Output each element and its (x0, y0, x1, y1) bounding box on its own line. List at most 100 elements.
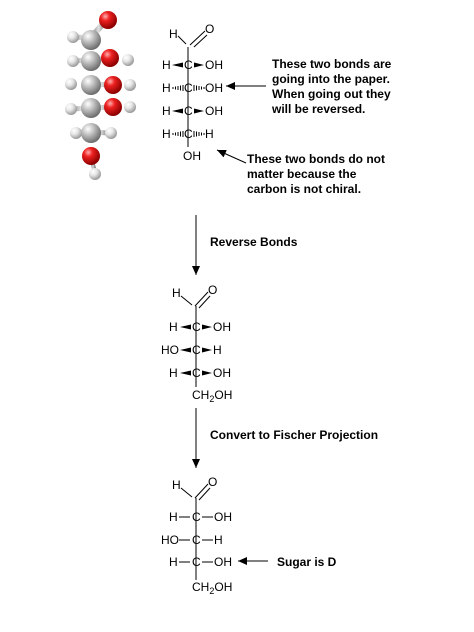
aldehyde-h-bond (177, 35, 187, 45)
wedge-bond (180, 370, 191, 376)
middle-row3-center: C (192, 366, 201, 380)
top-row3-left: H (162, 104, 171, 118)
hydrogen-atom (122, 54, 134, 66)
oxygen-atom (104, 76, 122, 94)
note-line: matter because the (247, 167, 357, 181)
aldehyde-o: O (208, 283, 217, 297)
hydrogen-atom (67, 31, 79, 43)
carbon-atom (81, 123, 101, 143)
top-row2-center: C (184, 81, 193, 95)
wedge-bond (202, 324, 212, 330)
top-row4-right: H (205, 127, 214, 141)
wedge-bond (194, 62, 204, 68)
middle-row3-right: OH (213, 366, 231, 380)
hydrogen-atom (65, 103, 77, 115)
fischer-row3-center: C (192, 555, 201, 569)
middle-row1-center: C (192, 320, 201, 334)
fischer-row2-right: H (214, 533, 223, 547)
aldehyde-double-bond-1 (194, 291, 209, 307)
top-row1-center: C (184, 58, 193, 72)
wedge-bond (172, 62, 183, 68)
model-atoms (65, 11, 136, 180)
hydrogen-atom (70, 127, 82, 139)
top-bottom-group: OH (183, 149, 201, 163)
highlighted-oh-group: OH (214, 555, 232, 569)
oxygen-atom (101, 49, 119, 67)
hashed-bonds-note: These two bonds are going into the paper… (272, 57, 391, 117)
hydrogen-atom (105, 127, 117, 139)
note-line: These two bonds do not (247, 152, 385, 166)
carbon-atom (81, 51, 101, 71)
note-line: carbon is not chiral. (247, 182, 362, 196)
note-line: When going out they (272, 87, 391, 101)
arrow-to-achiral-carbon (216, 149, 247, 164)
top-row3-center: C (184, 104, 193, 118)
hydrogen-atom (67, 55, 79, 67)
fischer-row2-center: C (192, 533, 201, 547)
hydrogen-atom (89, 168, 101, 180)
hashed-bond (193, 85, 205, 91)
fischer-row2-left: HO (161, 533, 179, 547)
hashed-bond (172, 85, 184, 91)
top-row1-right: OH (205, 58, 223, 72)
hydrogen-atom (65, 78, 77, 90)
middle-row1-right: OH (213, 320, 231, 334)
aldehyde-o: O (208, 475, 217, 489)
carbon-atom (81, 30, 101, 50)
fischer-projection-label: Convert to Fischer Projection (210, 428, 379, 442)
aldehyde-h-bond (180, 295, 193, 306)
aldehyde-double-bond-2 (193, 34, 208, 48)
wedge-bond (180, 347, 191, 353)
fischer-row1-center: C (192, 510, 201, 524)
aldehyde-h: H (169, 27, 178, 41)
aldehyde-o: O (205, 22, 214, 36)
oxygen-atom (99, 11, 117, 29)
aldehyde-double-bond-1 (189, 30, 206, 46)
carbon-atom (81, 98, 101, 118)
note-line: These two bonds are (272, 57, 392, 71)
note-line: will be reversed. (272, 102, 366, 116)
aldehyde-h-bond (180, 487, 193, 498)
top-row2-right: OH (205, 81, 223, 95)
aldehyde-double-bond-2 (198, 487, 211, 501)
aldehyde-h: H (172, 478, 181, 492)
top-row4-center: C (184, 127, 193, 141)
middle-row1-left: H (169, 320, 178, 334)
top-row4-left: H (162, 127, 171, 141)
middle-structure: H O H C OH HO C H H C OH CH2OH (161, 283, 232, 404)
sugar-is-d-label: Sugar is D (277, 555, 337, 569)
fischer-row1-right: OH (214, 510, 232, 524)
aldehyde-double-bond-2 (198, 295, 211, 309)
hydrogen-atom (124, 101, 136, 113)
wedge-bond (202, 370, 212, 376)
middle-row2-center: C (192, 343, 201, 357)
fischer-structure: H O H C OH HO C H H C OH CH2OH (161, 475, 232, 596)
note-line: going into the paper. (272, 72, 390, 86)
wedge-bond (202, 347, 212, 353)
middle-bottom-group: CH2OH (192, 388, 232, 404)
top-row1-left: H (162, 58, 171, 72)
fischer-row3-left: H (169, 555, 178, 569)
achiral-note: These two bonds do not matter because th… (247, 152, 385, 197)
wedge-bond (180, 324, 191, 330)
fischer-bottom-group: CH2OH (192, 580, 232, 596)
aldehyde-h: H (172, 286, 181, 300)
wedge-bond (194, 108, 204, 114)
wedge-bond (172, 108, 183, 114)
middle-row3-left: H (169, 366, 178, 380)
top-structure: H O H C OH H C OH H C OH H (162, 22, 223, 163)
top-row2-left: H (162, 81, 171, 95)
oxygen-atom (82, 147, 100, 165)
aldehyde-double-bond-1 (194, 483, 209, 499)
middle-row2-right: H (213, 343, 222, 357)
reverse-bonds-label: Reverse Bonds (210, 235, 298, 249)
hashed-bond (172, 131, 184, 137)
ball-and-stick-model (65, 11, 136, 180)
middle-row2-left: HO (161, 343, 179, 357)
fischer-row1-left: H (169, 510, 178, 524)
hashed-bond (193, 131, 205, 137)
hydrogen-atom (124, 79, 136, 91)
top-row3-right: OH (205, 104, 223, 118)
